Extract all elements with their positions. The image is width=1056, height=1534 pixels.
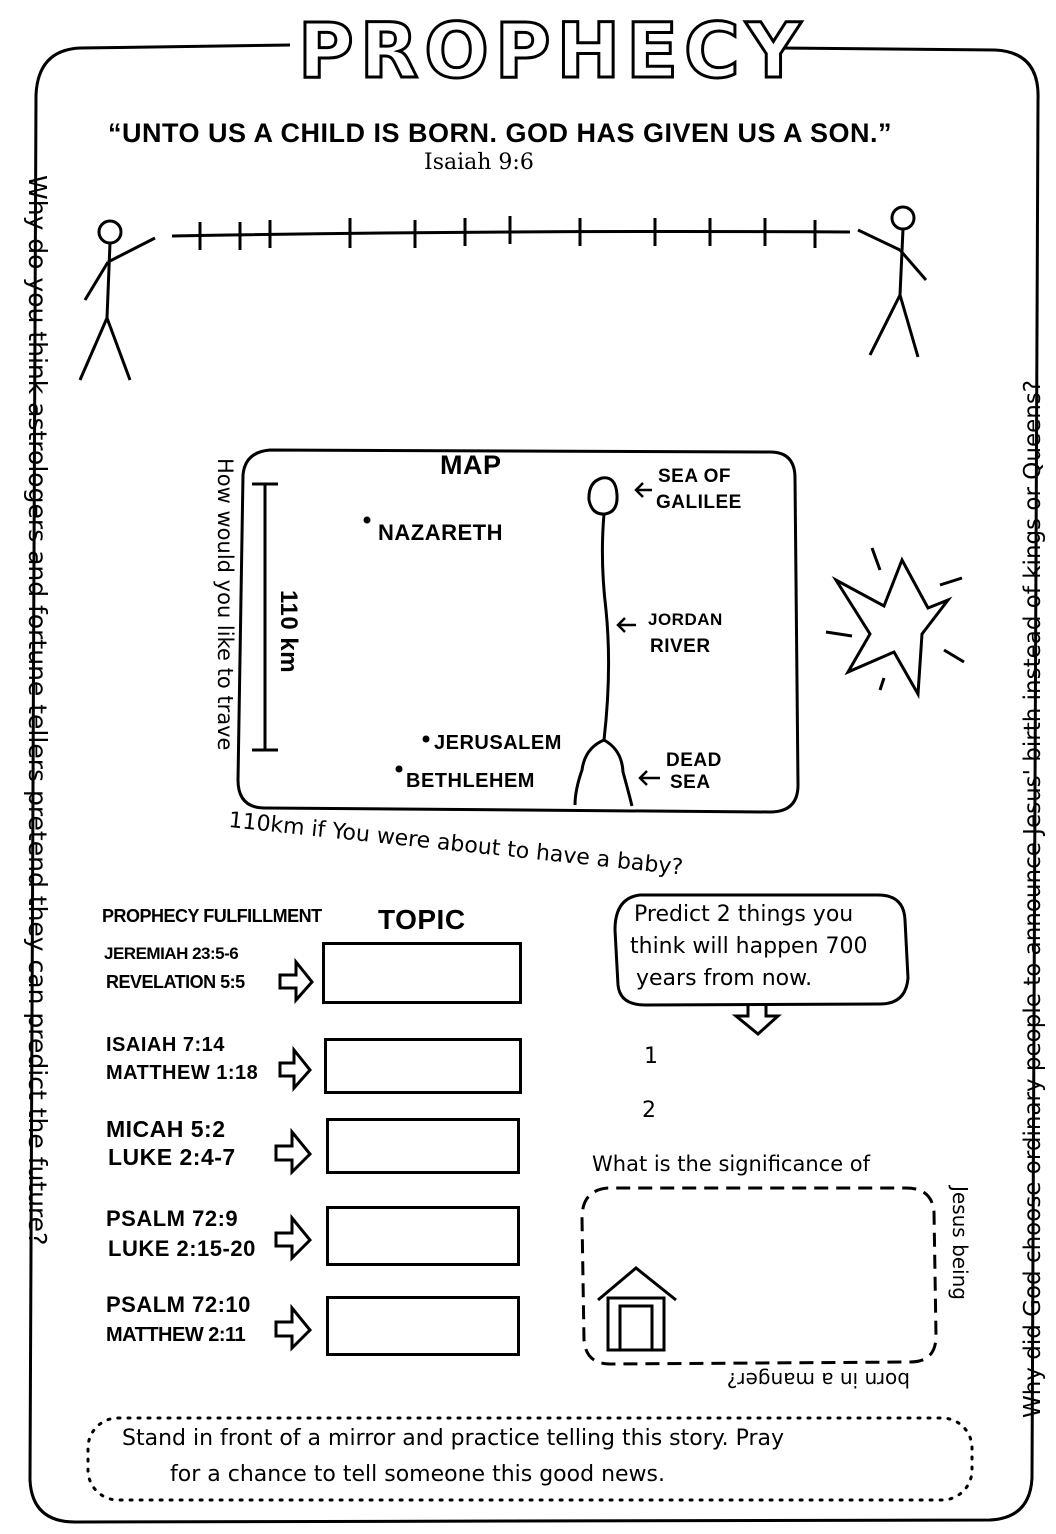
jordan-river-line [600, 513, 611, 741]
predict-line-2: think will happen 700 [630, 934, 868, 959]
timeline [171, 216, 851, 250]
predict-speech-bubble [613, 893, 910, 1007]
manger-question-bottom: born in a manger? [726, 1368, 910, 1392]
sea-of-galilee-shape [587, 476, 619, 516]
row-arrows [274, 957, 314, 1352]
predict-item-1: 1 [644, 1044, 658, 1069]
sea-of-galilee-label-1: SEA OF [658, 466, 732, 487]
row5-ref1: PSALM 72:10 [106, 1292, 251, 1317]
jordan-river-label-1: JORDAN [648, 610, 723, 629]
topic-box-5[interactable] [326, 1296, 520, 1356]
manger-question-side: Jesus being [948, 1186, 972, 1301]
dead-sea-label-1: DEAD [666, 750, 722, 771]
predict-down-arrow [731, 1006, 782, 1036]
star-drawing [825, 547, 965, 700]
page-border [28, 43, 1040, 1524]
row5-ref2: MATTHEW 2:11 [106, 1324, 246, 1346]
manger-question-top: What is the significance of [592, 1152, 871, 1176]
row1-ref2: REVELATION 5:5 [106, 972, 245, 992]
map-travel-question-1: How would you like to trave [213, 458, 237, 751]
footer-line-2: for a chance to tell someone this good n… [170, 1462, 665, 1487]
map-title: MAP [440, 450, 502, 480]
right-stick-figure [857, 205, 928, 358]
predict-line-1: Predict 2 things you [634, 902, 854, 927]
row2-ref1: ISAIAH 7:14 [106, 1034, 225, 1056]
left-margin-question: Why do you think astrologers and fortune… [23, 175, 52, 1246]
footer-dotted-box [86, 1416, 974, 1502]
bethlehem-label: BETHLEHEM [406, 770, 535, 792]
dead-sea-label-2: SEA [670, 772, 711, 793]
page-title: PROPHECY [297, 5, 807, 97]
sea-of-galilee-label-2: GALILEE [656, 492, 742, 513]
row3-ref1: MICAH 5:2 [106, 1116, 226, 1142]
stable-drawing [597, 1266, 677, 1352]
map-scale-label: 110 km [275, 590, 302, 674]
map-frame [236, 448, 800, 814]
topic-box-2[interactable] [324, 1038, 522, 1094]
predict-item-2: 2 [642, 1098, 656, 1123]
right-margin-question: Why did God choose ordinary people to an… [1020, 379, 1046, 1418]
quote-reference: Isaiah 9:6 [424, 150, 534, 175]
topic-box-3[interactable] [326, 1118, 520, 1174]
prophecy-header: PROPHECY FULFILLMENT [102, 906, 322, 926]
topic-box-1[interactable] [322, 942, 522, 1004]
row4-ref1: PSALM 72:9 [106, 1206, 239, 1231]
row1-ref1: JEREMIAH 23:5-6 [104, 944, 239, 963]
dead-sea-shape [573, 738, 634, 807]
bethlehem-dot [395, 765, 403, 773]
jerusalem-dot [422, 735, 430, 743]
row4-ref2: LUKE 2:15-20 [108, 1236, 256, 1261]
left-stick-figure [78, 219, 156, 381]
predict-line-3: years from now. [636, 966, 813, 991]
manger-dashed-box [580, 1186, 938, 1366]
row2-ref2: MATTHEW 1:18 [106, 1062, 259, 1084]
map-scale-bar [252, 482, 278, 752]
row3-ref2: LUKE 2:4-7 [108, 1144, 236, 1170]
jerusalem-label: JERUSALEM [434, 732, 562, 754]
map-arrows [616, 482, 660, 786]
quote-text: “UNTO US A CHILD IS BORN. GOD HAS GIVEN … [108, 118, 893, 148]
jordan-river-label-2: RIVER [650, 636, 711, 657]
nazareth-label: NAZARETH [378, 520, 503, 545]
topic-box-4[interactable] [326, 1206, 520, 1266]
footer-line-1: Stand in front of a mirror and practice … [122, 1426, 785, 1451]
nazareth-dot [363, 516, 371, 524]
topic-header: TOPIC [378, 904, 466, 935]
